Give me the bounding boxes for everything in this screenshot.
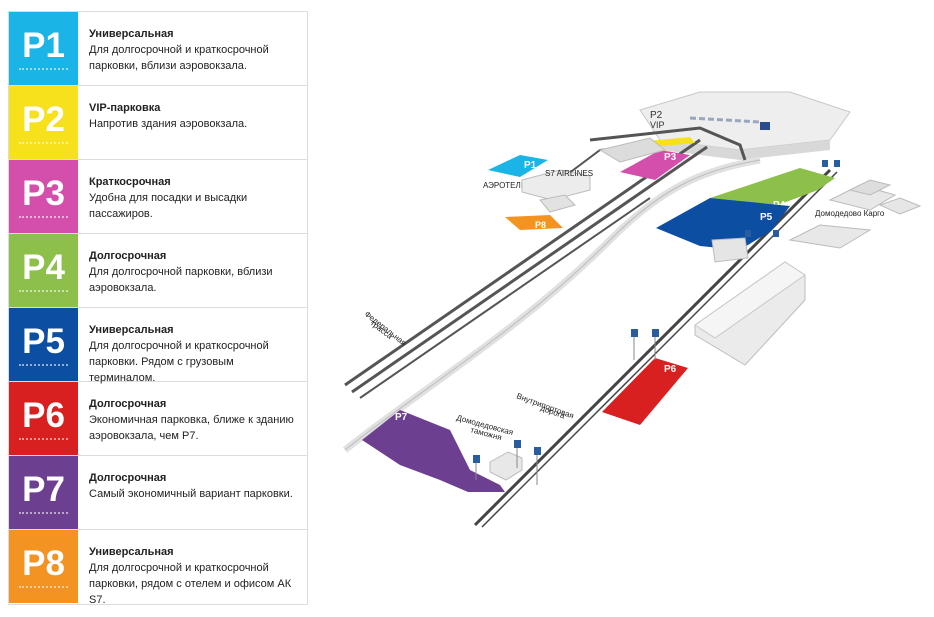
railway bbox=[344, 138, 708, 399]
badge-p6: P6 bbox=[9, 382, 78, 455]
legend-row-p5: P5 Универсальная Для долгосрочной и крат… bbox=[9, 308, 307, 384]
legend-title: Универсальная bbox=[89, 28, 174, 40]
parking-area-p2 bbox=[648, 137, 695, 147]
legend-title: Универсальная bbox=[89, 324, 174, 336]
parking-area-p3 bbox=[620, 150, 690, 180]
badge-code: P8 bbox=[22, 543, 65, 583]
legend-row-p2: P2 VIP-парковка Напротив здания аэровокз… bbox=[9, 86, 307, 160]
badge-code: P4 bbox=[22, 247, 65, 287]
terminal-building bbox=[639, 91, 851, 160]
legend-title: VIP-парковка bbox=[89, 102, 161, 114]
legend-title: Универсальная bbox=[89, 546, 174, 558]
legend-desc: Напротив здания аэровокзала. bbox=[89, 118, 248, 130]
map-label-p3: P3 bbox=[664, 152, 677, 163]
parking-legend: P1 Универсальная Для долгосрочной и крат… bbox=[8, 11, 308, 606]
legend-desc: Экономичная парковка, ближе к зданию аэр… bbox=[89, 414, 294, 442]
legend-desc: Для долгосрочной и краткосрочной парковк… bbox=[89, 44, 269, 72]
legend-row-p7: P7 Долгосрочная Самый экономичный вариан… bbox=[9, 456, 307, 530]
legend-title: Долгосрочная bbox=[89, 398, 167, 410]
badge-code: P6 bbox=[22, 395, 65, 435]
badge-p3: P3 bbox=[9, 160, 78, 233]
badge-p5: P5 bbox=[9, 308, 78, 381]
map-label-cargo: Домодедово Карго bbox=[815, 209, 885, 218]
badge-code: P1 bbox=[22, 25, 65, 65]
badge-p8: P8 bbox=[9, 530, 78, 603]
parking-area-p5 bbox=[656, 198, 790, 250]
legend-row-p6: P6 Долгосрочная Экономичная парковка, бл… bbox=[9, 382, 307, 456]
map-label-p2: P2 bbox=[650, 110, 663, 121]
parking-signs bbox=[473, 160, 840, 485]
customs-building bbox=[489, 451, 523, 481]
legend-desc: Удобна для посадки и высадки пассажиров. bbox=[89, 192, 248, 220]
map-label-s7: S7 AIRLINES bbox=[545, 169, 593, 178]
badge-p1: P1 bbox=[9, 12, 78, 85]
parking-area-p7 bbox=[362, 410, 505, 492]
parking-area-p1 bbox=[488, 155, 548, 177]
legend-title: Долгосрочная bbox=[89, 472, 167, 484]
s7-building bbox=[521, 169, 591, 201]
badge-p4: P4 bbox=[9, 234, 78, 307]
map-label-p5: P5 bbox=[760, 212, 773, 223]
badge-code: P5 bbox=[22, 321, 65, 361]
legend-title: Краткосрочная bbox=[89, 176, 171, 188]
parking-area-p8 bbox=[505, 215, 563, 230]
parking-area-p6 bbox=[602, 358, 688, 425]
map-label-p7: P7 bbox=[395, 412, 408, 423]
legend-title: Долгосрочная bbox=[89, 250, 167, 262]
legend-row-p1: P1 Универсальная Для долгосрочной и крат… bbox=[9, 12, 307, 86]
map-label-p8: P8 bbox=[535, 220, 546, 230]
legend-desc: Для долгосрочной парковки, вблизи аэрово… bbox=[89, 266, 273, 294]
badge-p7: P7 bbox=[9, 456, 78, 529]
map-label-p1: P1 bbox=[524, 160, 537, 171]
legend-desc: Для долгосрочной и краткосрочной парковк… bbox=[89, 562, 292, 606]
badge-code: P3 bbox=[22, 173, 65, 213]
map-label-p2-vip: VIP bbox=[650, 120, 665, 130]
badge-p2: P2 bbox=[9, 86, 78, 159]
legend-row-p8: P8 Универсальная Для долгосрочной и крат… bbox=[9, 530, 307, 606]
cargo-buildings bbox=[788, 179, 922, 249]
legend-row-p4: P4 Долгосрочная Для долгосрочной парковк… bbox=[9, 234, 307, 308]
legend-desc: Самый экономичный вариант парковки. bbox=[89, 488, 293, 500]
map-label-p6: P6 bbox=[664, 364, 677, 375]
parking-area-p4 bbox=[710, 168, 835, 205]
badge-code: P2 bbox=[22, 99, 65, 139]
legend-desc: Для долгосрочной и краткосрочной парковк… bbox=[89, 340, 269, 384]
airport-parking-map: P2 VIP P1 АЭРОТЕЛЬ S7 AIRLINES P3 P8 P4 … bbox=[342, 91, 922, 528]
map-label-hotel: АЭРОТЕЛЬ bbox=[483, 181, 526, 190]
badge-code: P7 bbox=[22, 469, 65, 509]
legend-row-p3: P3 Краткосрочная Удобна для посадки и вы… bbox=[9, 160, 307, 234]
